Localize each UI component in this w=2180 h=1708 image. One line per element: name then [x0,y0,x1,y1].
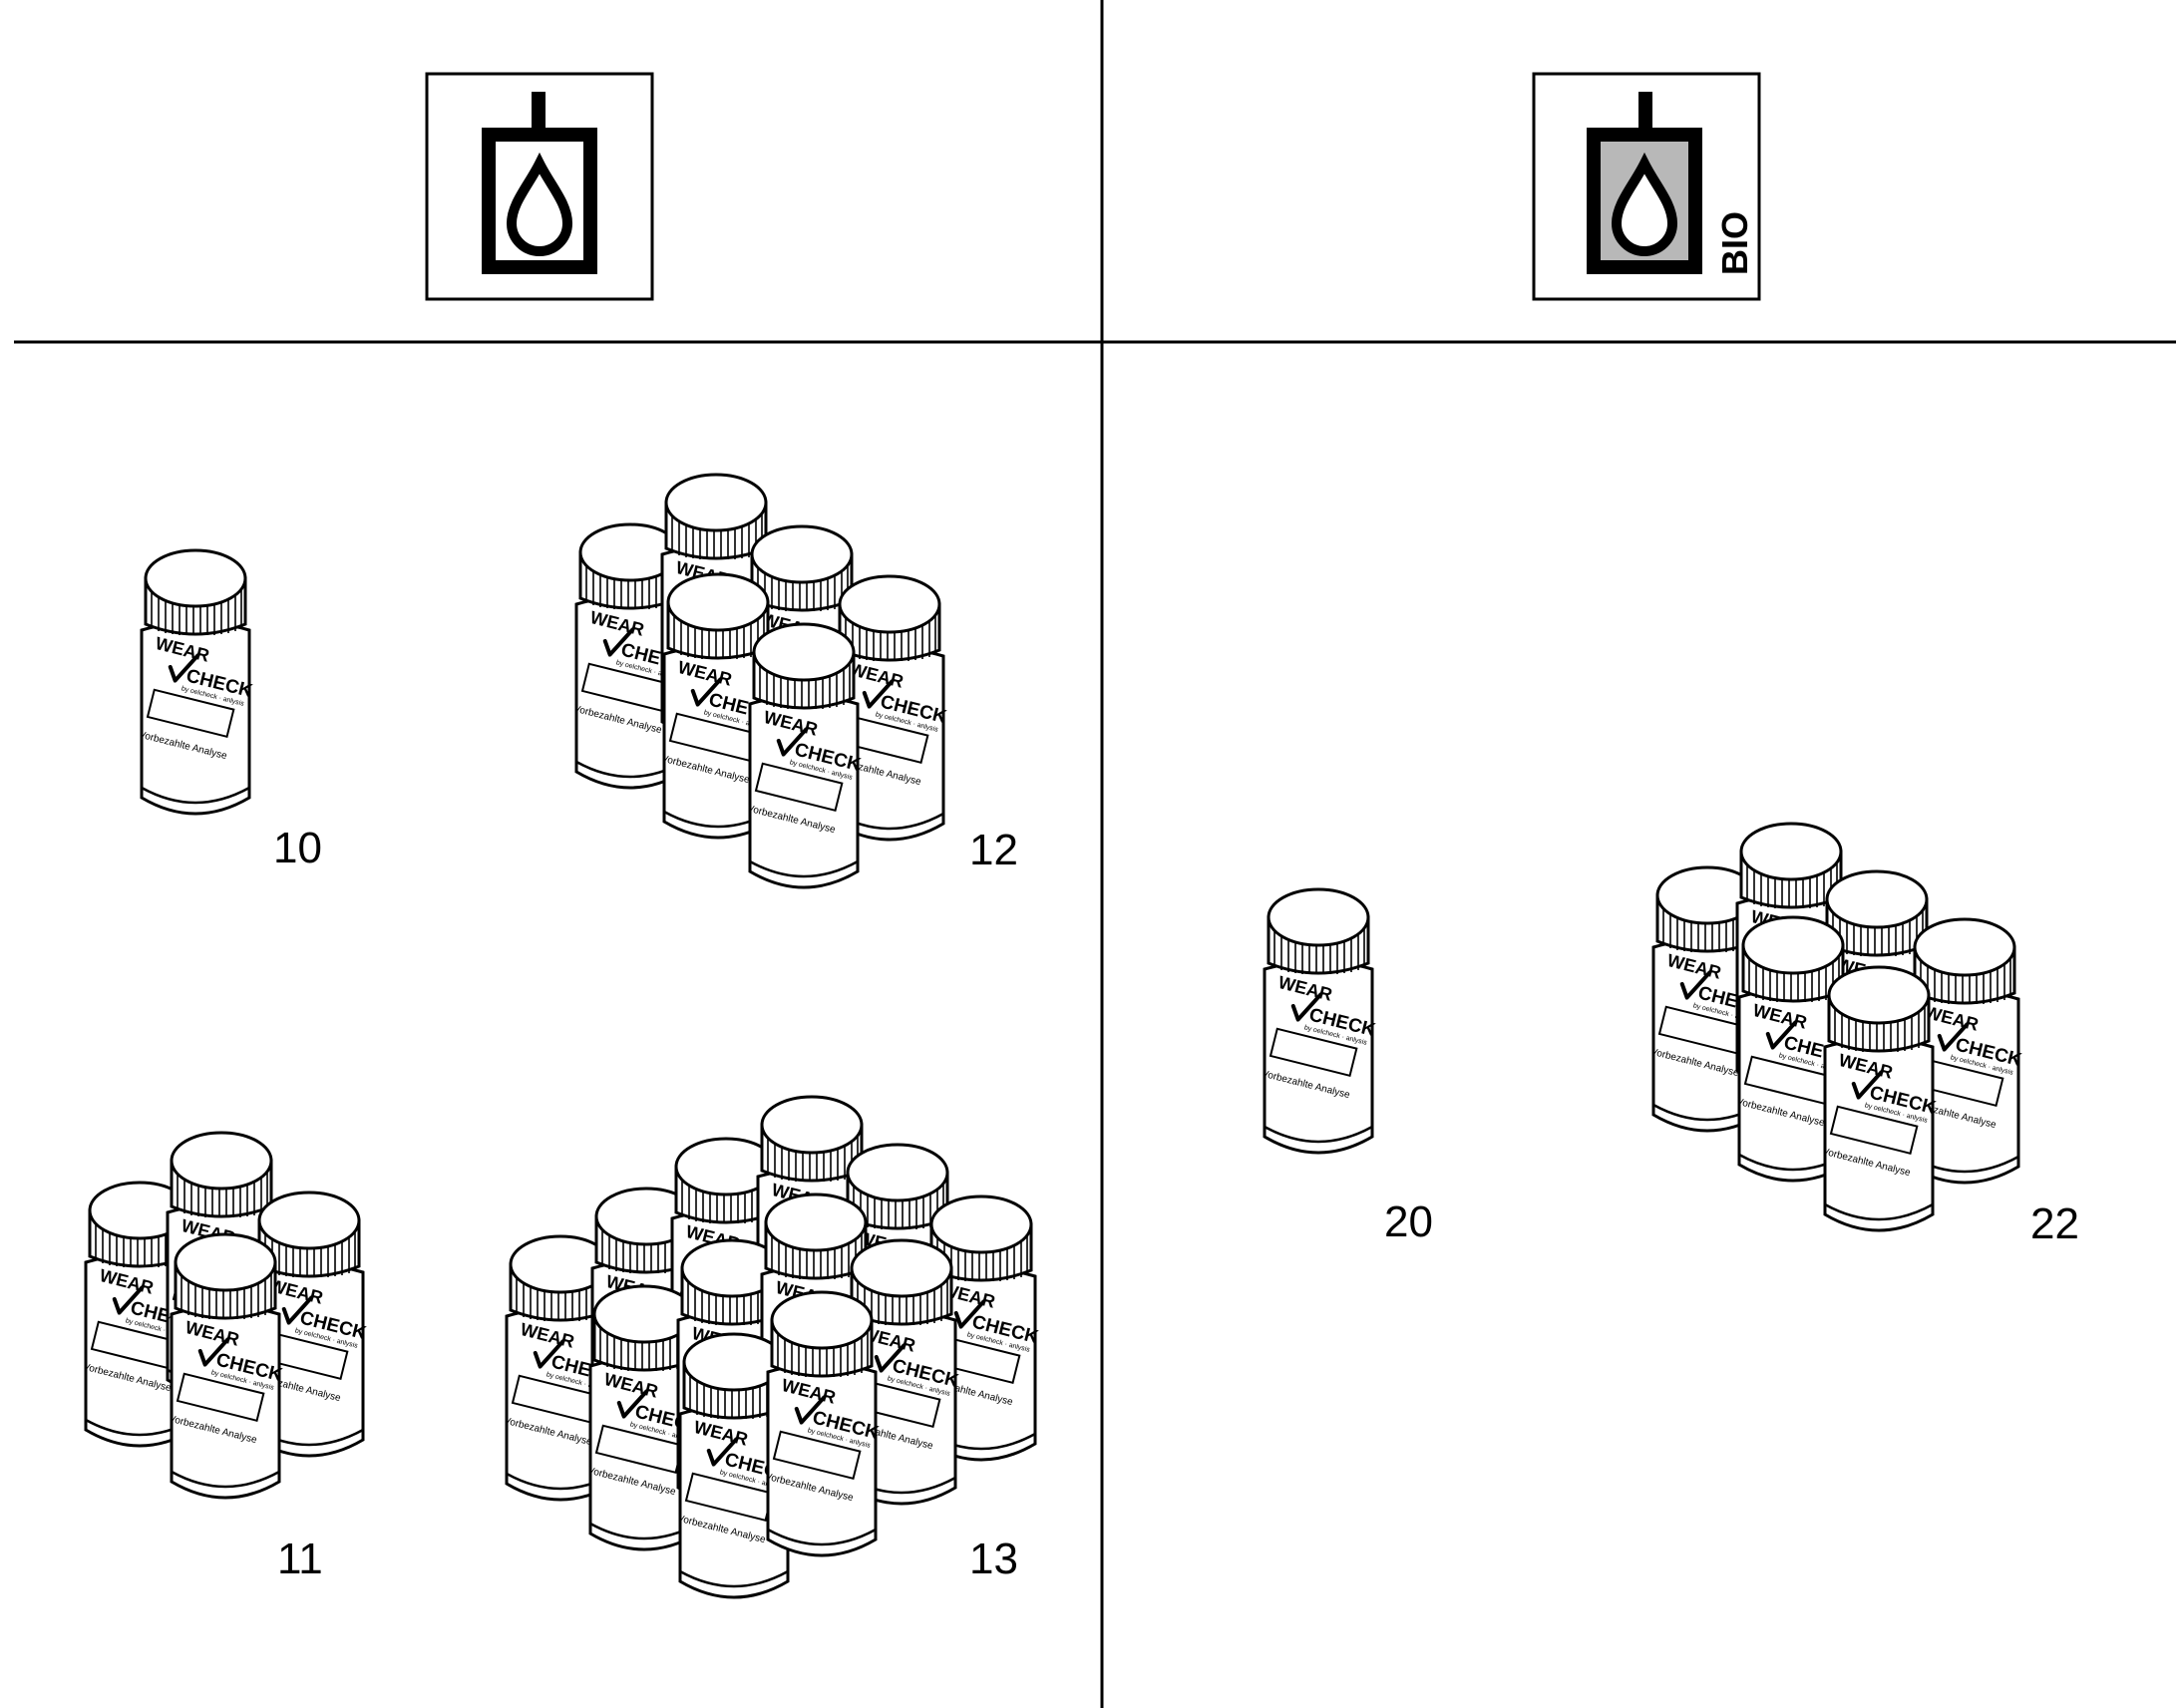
group-label-10: 10 [273,824,322,872]
write-in-box [176,1372,265,1422]
write-in-box [1829,1105,1919,1155]
check-icon [1290,992,1323,1022]
group-label-20: 20 [1384,1197,1433,1246]
group-label-11: 11 [277,1535,323,1583]
check-icon [197,1337,230,1367]
check-icon [616,1389,649,1419]
check-icon [168,653,200,683]
check-icon [1765,1020,1798,1050]
hydraulic-oil-reservoir-icon [425,72,654,301]
group-label-12: 12 [969,826,1018,874]
write-in-box [754,762,844,812]
write-in-box [772,1430,862,1480]
check-icon [690,677,723,707]
bio-tag: BIO [1714,211,1755,275]
check-icon [776,727,809,757]
group-label-13: 13 [969,1535,1018,1583]
check-icon [1937,1022,1970,1052]
check-icon [794,1395,827,1425]
check-icon [706,1437,739,1467]
check-icon [281,1295,314,1325]
bio-hydraulic-oil-reservoir-icon: BIO [1532,72,1761,301]
check-icon [602,627,635,657]
check-icon [533,1339,565,1369]
check-icon [862,679,895,709]
check-icon [112,1285,145,1315]
write-in-box [146,688,235,738]
check-icon [874,1343,907,1373]
check-icon [953,1299,986,1329]
check-icon [1679,970,1712,1000]
group-label-22: 22 [2030,1199,2079,1248]
check-icon [1851,1070,1884,1100]
write-in-box [1269,1027,1358,1077]
